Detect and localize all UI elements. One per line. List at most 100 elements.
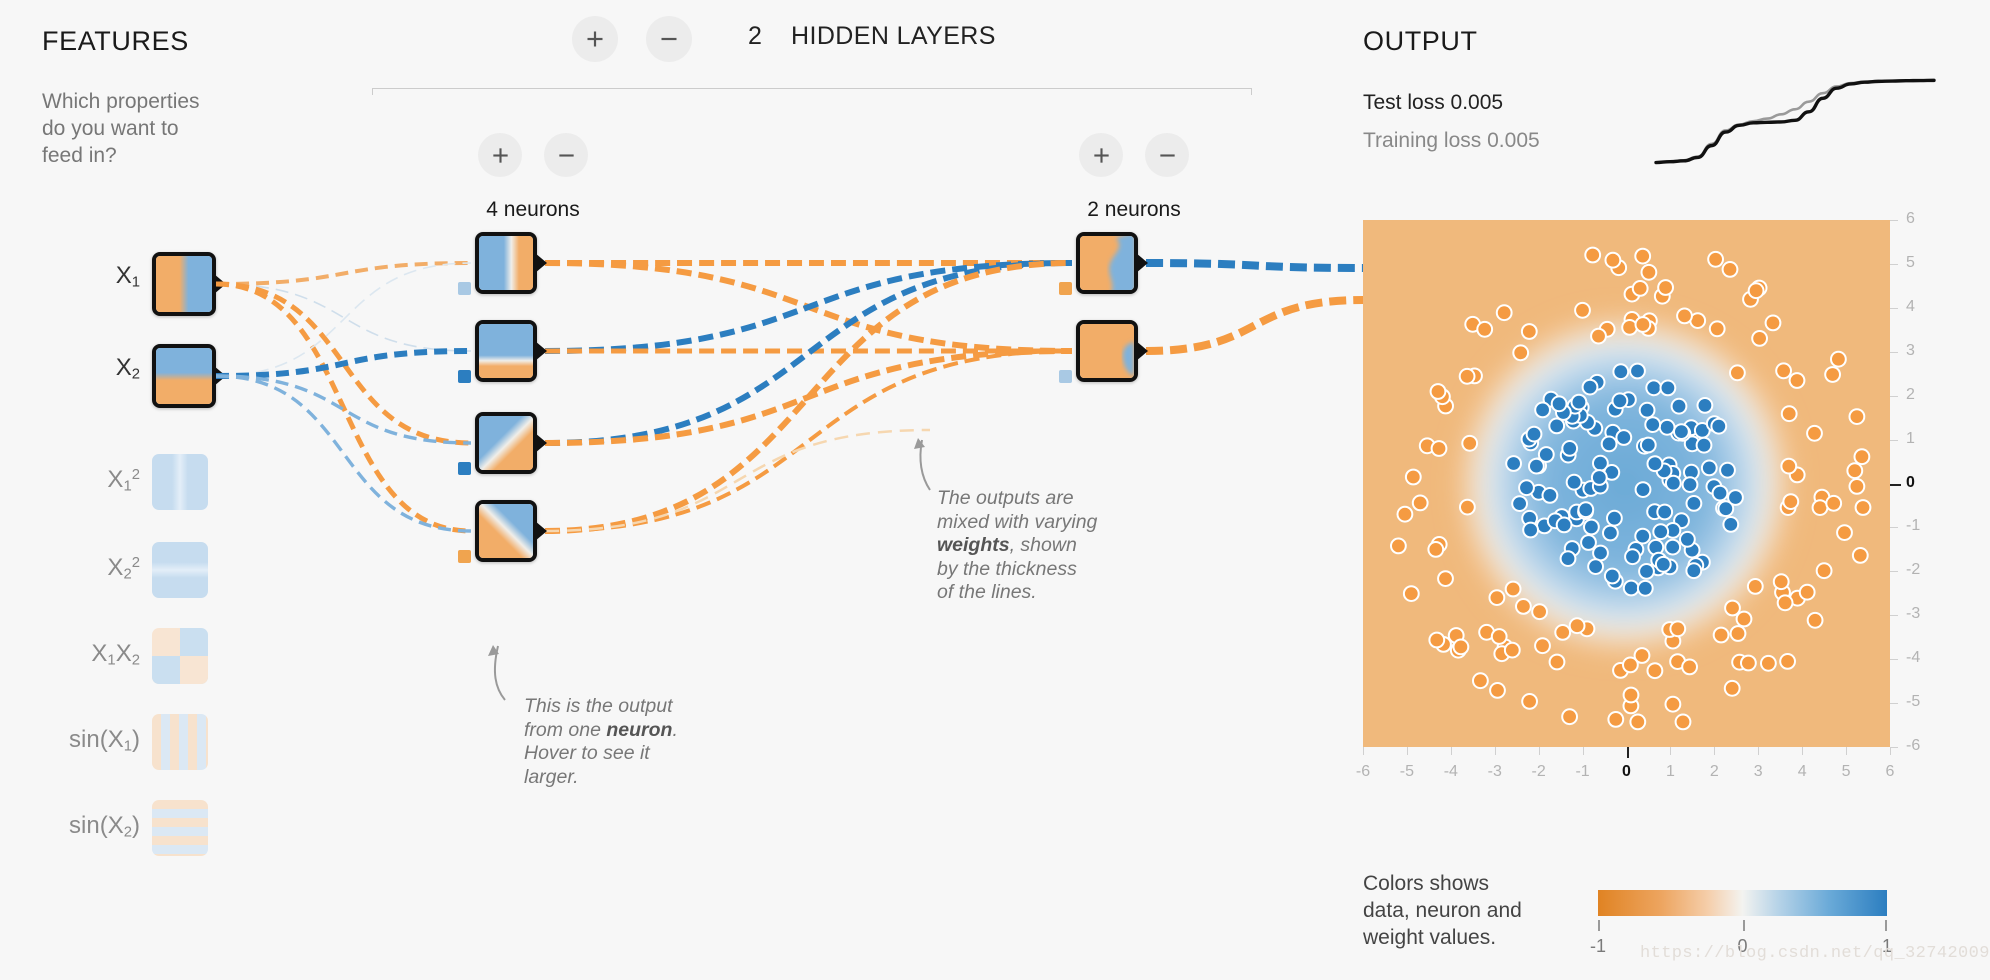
data-point bbox=[1459, 498, 1476, 516]
neuron-thumbnail-h2n2 bbox=[1080, 324, 1134, 378]
add-layer-button[interactable] bbox=[572, 16, 618, 62]
data-point bbox=[1658, 418, 1676, 436]
data-point bbox=[1646, 455, 1664, 473]
neuron-h1n3[interactable] bbox=[475, 412, 537, 474]
data-point bbox=[1851, 547, 1869, 564]
data-point bbox=[1695, 436, 1713, 454]
data-point bbox=[1622, 579, 1640, 597]
bias-square-h2n1[interactable] bbox=[1059, 282, 1072, 295]
data-point bbox=[1574, 301, 1591, 319]
feature-node-x2[interactable] bbox=[152, 344, 216, 408]
data-point bbox=[1644, 416, 1662, 434]
bias-square-h1n4[interactable] bbox=[458, 550, 471, 563]
feature-node-sinx1[interactable] bbox=[152, 714, 208, 770]
data-point bbox=[1461, 434, 1479, 452]
data-point bbox=[1505, 455, 1523, 472]
annotation-line: mixed with varying bbox=[937, 510, 1098, 533]
data-point bbox=[1846, 462, 1864, 480]
data-point bbox=[1495, 304, 1513, 322]
data-point bbox=[1776, 594, 1794, 612]
feature-node-x1sq[interactable] bbox=[152, 454, 208, 510]
y-tick bbox=[1890, 615, 1898, 617]
data-point bbox=[1710, 417, 1728, 435]
data-point bbox=[1679, 530, 1696, 548]
edge bbox=[215, 262, 472, 377]
data-point bbox=[1656, 503, 1674, 521]
data-point bbox=[1489, 682, 1506, 699]
annotation-line: This is the output bbox=[524, 695, 673, 717]
y-tick bbox=[1890, 220, 1898, 221]
neuron-h2n1[interactable] bbox=[1076, 232, 1138, 294]
remove-neuron-layer-1-button[interactable] bbox=[544, 133, 588, 177]
data-point bbox=[1521, 693, 1539, 710]
neuron-output-arrow-h2n2 bbox=[1136, 341, 1148, 361]
layer-1-neuron-count: 4 neurons bbox=[486, 198, 580, 221]
data-point bbox=[1780, 405, 1798, 423]
x-tick bbox=[1846, 747, 1848, 755]
data-point bbox=[1520, 323, 1538, 340]
data-point bbox=[1512, 344, 1530, 362]
data-point bbox=[1603, 567, 1621, 585]
remove-layer-button[interactable] bbox=[646, 16, 692, 62]
feature-node-x1[interactable] bbox=[152, 252, 216, 316]
data-point bbox=[1806, 424, 1823, 442]
neuron-h1n2[interactable] bbox=[475, 320, 537, 382]
data-point bbox=[1645, 379, 1663, 397]
data-point bbox=[1634, 481, 1652, 499]
feature-label-sinx1: sin(X1) bbox=[69, 726, 140, 755]
y-axis-label: 3 bbox=[1906, 341, 1915, 359]
data-point bbox=[1555, 516, 1573, 534]
data-point bbox=[1537, 446, 1555, 463]
data-point bbox=[1806, 611, 1824, 629]
edge bbox=[544, 260, 1073, 354]
annotation-line: of the lines. bbox=[937, 581, 1037, 603]
test-loss-value: 0.005 bbox=[1450, 91, 1504, 114]
data-point bbox=[1673, 423, 1690, 441]
neuron-h1n4[interactable] bbox=[475, 500, 537, 562]
bias-square-h1n3[interactable] bbox=[458, 462, 471, 475]
y-tick bbox=[1890, 351, 1898, 353]
y-axis-label: -4 bbox=[1906, 649, 1921, 667]
y-axis-label: -6 bbox=[1906, 737, 1921, 754]
data-point bbox=[1570, 393, 1588, 411]
x-tick bbox=[1714, 747, 1716, 755]
x-tick bbox=[1582, 747, 1584, 755]
data-point bbox=[1676, 307, 1693, 325]
data-point bbox=[1611, 392, 1629, 410]
data-point bbox=[1402, 585, 1420, 603]
feature-label-x1sq: X12 bbox=[107, 466, 140, 495]
y-tick bbox=[1890, 571, 1898, 573]
neuron-h2n2[interactable] bbox=[1076, 320, 1138, 382]
data-point bbox=[1719, 461, 1736, 479]
remove-neuron-layer-2-button[interactable] bbox=[1145, 133, 1189, 177]
data-point bbox=[1636, 579, 1654, 597]
data-point bbox=[1525, 425, 1543, 443]
data-point bbox=[1779, 653, 1797, 670]
data-point bbox=[1472, 672, 1489, 690]
data-point bbox=[1664, 538, 1682, 556]
feature-node-sinx2[interactable] bbox=[152, 800, 208, 856]
add-neuron-layer-1-button[interactable] bbox=[478, 133, 522, 177]
bias-square-h2n2[interactable] bbox=[1059, 370, 1072, 383]
edge bbox=[215, 348, 472, 379]
neuron-h1n1[interactable] bbox=[475, 232, 537, 294]
add-neuron-layer-2-button[interactable] bbox=[1079, 133, 1123, 177]
hidden-layers-number: 2 bbox=[748, 22, 763, 50]
data-point bbox=[1674, 713, 1692, 731]
legend-tick-label: -1 bbox=[1589, 936, 1606, 956]
bias-square-h1n1[interactable] bbox=[458, 282, 471, 295]
data-point bbox=[1631, 280, 1649, 297]
annotation-line: Hover to see it bbox=[524, 742, 650, 764]
data-point bbox=[1836, 524, 1853, 542]
plus-icon bbox=[492, 147, 508, 163]
data-point bbox=[1522, 521, 1540, 539]
edge bbox=[544, 428, 931, 533]
feature-node-x2sq[interactable] bbox=[152, 542, 208, 598]
edge bbox=[1145, 259, 1364, 272]
bias-square-h1n2[interactable] bbox=[458, 370, 471, 383]
data-point bbox=[1503, 641, 1521, 659]
feature-node-x1x2[interactable] bbox=[152, 628, 208, 684]
output-heatmap[interactable] bbox=[1363, 220, 1890, 747]
data-point bbox=[1746, 578, 1764, 595]
